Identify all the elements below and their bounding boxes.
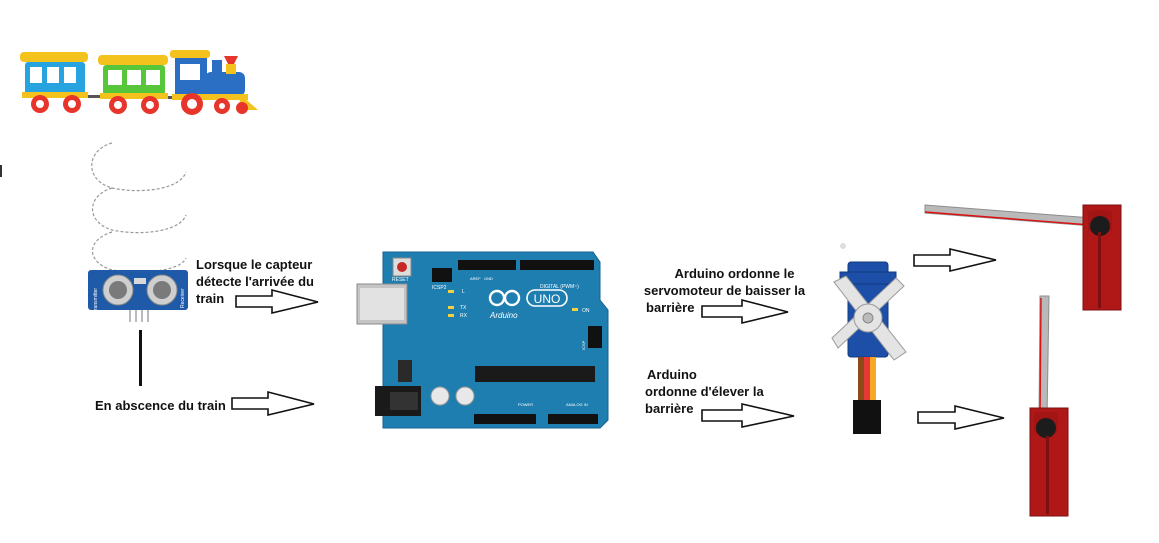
arrow-servo-to-raised-barrier xyxy=(917,404,1005,430)
servo-motor xyxy=(831,243,907,434)
arduino-l-label: L xyxy=(462,289,465,295)
sensor-transmitter-label: Transmitter xyxy=(93,288,99,313)
arrow-no-train-to-arduino xyxy=(231,390,315,417)
barrier-lowered xyxy=(924,204,1122,311)
arduino-icsp2-label: ICSP2 xyxy=(432,285,447,291)
arduino-tx-label: TX xyxy=(460,305,467,311)
arrow-sensor-to-arduino xyxy=(235,288,319,315)
arduino-analog-label: ANALOG IN xyxy=(566,402,588,407)
edge-mark xyxy=(0,165,2,177)
arduino-logo: UNO Arduino xyxy=(488,289,568,320)
sensor-receiver-label: Receiver xyxy=(180,288,186,308)
arduino-reset-label: RESET xyxy=(392,277,409,283)
label-arduino-raise-line2: ordonne d'élever la xyxy=(645,384,764,399)
label-arduino-raise-line1: Arduino xyxy=(647,367,697,382)
arduino-aref-label: AREF xyxy=(470,276,481,281)
arduino-on-label: ON xyxy=(582,308,590,314)
label-arduino-lower: Arduino ordonne le servomoteur de baisse… xyxy=(642,265,807,316)
barrier-raised xyxy=(1029,295,1069,517)
arduino-power-label: POWER xyxy=(518,402,533,407)
arrow-servo-to-lowered-barrier xyxy=(913,247,997,273)
label-arduino-lower-line1: Arduino ordonne le xyxy=(674,266,795,281)
arrow-arduino-lower-to-servo xyxy=(701,298,789,325)
sensor-connector-line xyxy=(139,330,142,386)
toy-train-illustration xyxy=(20,50,258,115)
arduino-rx-label: RX xyxy=(460,313,468,319)
label-arduino-lower-line2: servomoteur de baisser la xyxy=(643,283,806,298)
arduino-uno-board: RESET ICSP2 AREF GND DIGITAL (PWM~) L TX… xyxy=(356,251,609,429)
arduino-brand-label: Arduino xyxy=(489,311,518,320)
label-sensor-detects: Lorsque le capteur détecte l'arrivée du … xyxy=(196,257,314,306)
label-arduino-lower-line3: barrière xyxy=(646,300,695,315)
arduino-model-label: UNO xyxy=(534,292,561,306)
ultrasonic-waves xyxy=(91,142,187,273)
arduino-digital-label: DIGITAL (PWM~) xyxy=(540,284,579,290)
label-no-train: En abscence du train xyxy=(95,398,226,413)
arrow-arduino-raise-to-servo xyxy=(701,402,795,428)
arduino-gnd-label: GND xyxy=(484,276,493,281)
arduino-icsp-label: ICSP xyxy=(581,340,586,350)
label-arduino-raise: Arduino ordonne d'élever la barrière xyxy=(641,366,781,417)
label-arduino-raise-line3: barrière xyxy=(645,401,694,416)
ultrasonic-sensor: Transmitter Receiver xyxy=(88,270,188,322)
